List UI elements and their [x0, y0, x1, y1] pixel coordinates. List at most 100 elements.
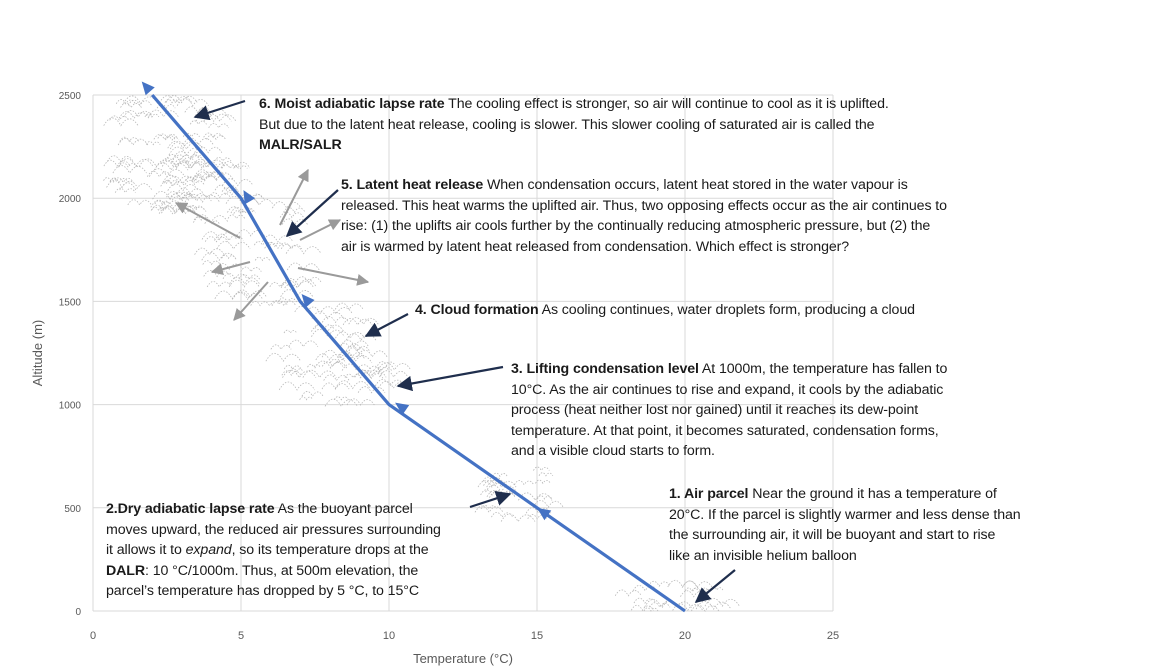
cloud-sketch: [194, 198, 322, 307]
heat-arrow: [279, 168, 309, 226]
annotation-text: the surrounding air, it will be buoyant …: [669, 527, 996, 543]
pointer-arrow: [285, 189, 339, 238]
annotation-dry-adiabatic: 2.Dry adiabatic lapse rate As the buoyan…: [106, 499, 441, 602]
x-tick-label: 5: [238, 630, 244, 642]
annotation-text: When condensation occurs, latent heat st…: [483, 177, 908, 193]
pointer-arrow: [364, 313, 409, 337]
x-tick-label: 10: [383, 630, 395, 642]
heat-arrow: [297, 267, 370, 286]
annotation-text: it allows it to: [106, 542, 186, 558]
x-tick-label: 25: [827, 630, 839, 642]
annotation-line: 20°C. If the parcel is slightly warmer a…: [669, 505, 1021, 526]
heat-release-arrows: [174, 168, 370, 321]
annotation-text: At 1000m, the temperature has fallen to: [698, 361, 948, 377]
annotation-text: Near the ground it has a temperature of: [748, 486, 997, 502]
annotation-bold: 6. Moist adiabatic lapse rate: [259, 96, 445, 112]
annotation-bold: DALR: [106, 562, 146, 579]
annotation-air-parcel: 1. Air parcel Near the ground it has a t…: [669, 484, 1021, 566]
annotation-line: 5. Latent heat release When condensation…: [341, 175, 947, 196]
annotation-line: 6. Moist adiabatic lapse rate The coolin…: [259, 94, 889, 115]
pointer-arrow: [396, 365, 504, 392]
annotation-text: released. This heat warms the uplifted a…: [341, 197, 947, 214]
annotation-lifting-condensation: 3. Lifting condensation level At 1000m, …: [511, 359, 947, 462]
annotation-line: like an invisible helium balloon: [669, 546, 1021, 567]
annotation-text: process (heat neither lost nor gained) u…: [511, 402, 919, 418]
x-axis-title: Temperature (°C): [413, 651, 513, 666]
annotation-text: air is warmed by latent heat released fr…: [341, 238, 850, 255]
direction-arrowhead: [243, 190, 256, 205]
heat-arrow: [233, 281, 269, 321]
annotation-line: it allows it to expand, so its temperatu…: [106, 540, 441, 561]
annotation-bold: 3. Lifting condensation level: [511, 361, 699, 377]
annotation-text: 20°C. If the parcel is slightly warmer a…: [669, 506, 1021, 523]
heat-arrow: [174, 202, 241, 239]
annotation-text: As the buoyant parcel: [274, 501, 413, 517]
annotation-line: the surrounding air, it will be buoyant …: [669, 525, 1021, 546]
gridlines: [92, 94, 834, 612]
annotation-line: parcel’s temperature has dropped by 5 °C…: [106, 581, 441, 602]
annotation-bold: 2.Dry adiabatic lapse rate: [106, 501, 275, 517]
annotation-text: 10°C. As the air continues to rise and e…: [511, 381, 944, 398]
annotation-line: process (heat neither lost nor gained) u…: [511, 400, 947, 421]
annotation-text: temperature. At that point, it becomes s…: [511, 422, 939, 439]
annotation-text: moves upward, the reduced air pressures …: [106, 521, 441, 538]
cloud-sketch: [103, 95, 239, 209]
direction-arrowhead: [141, 81, 155, 96]
annotation-text: like an invisible helium balloon: [669, 547, 857, 564]
annotation-italic: expand: [185, 542, 232, 558]
heat-arrow: [299, 219, 342, 241]
annotation-line: 4. Cloud formation As cooling continues,…: [415, 300, 915, 321]
annotation-line: DALR: 10 °C/1000m. Thus, at 500m elevati…: [106, 561, 441, 582]
y-tick-label: 1000: [59, 401, 82, 412]
annotation-line: 3. Lifting condensation level At 1000m, …: [511, 359, 947, 380]
y-tick-label: 500: [64, 504, 81, 515]
direction-arrowhead: [301, 294, 315, 308]
annotation-line: MALR/SALR: [259, 135, 889, 156]
annotation-text: But due to the latent heat release, cool…: [259, 116, 875, 133]
annotation-text: As cooling continues, water droplets for…: [538, 302, 915, 318]
y-tick-label: 2500: [59, 91, 82, 102]
annotation-pointers: [193, 99, 736, 603]
annotation-bold: 5. Latent heat release: [341, 177, 484, 193]
y-tick-label: 2000: [59, 194, 82, 205]
heat-arrow: [210, 261, 251, 276]
y-axis-title: Altitude (m): [30, 320, 45, 386]
x-tick-label: 0: [90, 630, 96, 642]
annotation-line: 2.Dry adiabatic lapse rate As the buoyan…: [106, 499, 441, 520]
annotation-text: , so its temperature drops at the: [231, 542, 429, 558]
direction-arrowhead: [395, 402, 410, 416]
pointer-arrow: [469, 490, 512, 509]
cloud-sketch: [265, 302, 387, 401]
annotation-line: temperature. At that point, it becomes s…: [511, 421, 947, 442]
y-tick-label: 0: [75, 607, 81, 618]
annotation-moist-adiabatic: 6. Moist adiabatic lapse rate The coolin…: [259, 94, 889, 156]
annotation-line: and a visible cloud starts to form.: [511, 441, 947, 462]
annotation-cloud-formation: 4. Cloud formation As cooling continues,…: [415, 300, 915, 321]
annotation-bold: 1. Air parcel: [669, 486, 749, 502]
pointer-arrow: [193, 99, 246, 121]
annotation-text: parcel’s temperature has dropped by 5 °C…: [106, 583, 419, 599]
x-tick-label: 20: [679, 630, 691, 642]
annotation-line: But due to the latent heat release, cool…: [259, 115, 889, 136]
cloud-sketch: [149, 151, 264, 225]
annotation-latent-heat: 5. Latent heat release When condensation…: [341, 175, 947, 257]
annotation-line: released. This heat warms the uplifted a…: [341, 196, 947, 217]
annotation-line: rise: (1) the uplifts air cools further …: [341, 216, 947, 237]
parcel-path: [141, 81, 686, 613]
annotation-line: 10°C. As the air continues to rise and e…: [511, 380, 947, 401]
annotation-bold: 4. Cloud formation: [415, 302, 539, 318]
cloud-sketch: [474, 466, 564, 523]
annotation-line: air is warmed by latent heat released fr…: [341, 237, 947, 258]
y-tick-label: 1500: [59, 297, 82, 308]
x-tick-label: 15: [531, 630, 543, 642]
annotation-text: rise: (1) the uplifts air cools further …: [341, 218, 931, 234]
annotation-line: 1. Air parcel Near the ground it has a t…: [669, 484, 1021, 505]
annotation-text: The cooling effect is stronger, so air w…: [444, 96, 889, 112]
annotation-text: and a visible cloud starts to form.: [511, 443, 715, 459]
pointer-arrow: [694, 569, 736, 603]
axis-ticks: 0 5 10 15 20 25 0 500 1000 1500 2000 2500: [59, 91, 839, 642]
direction-arrowhead: [537, 507, 552, 521]
annotation-bold: MALR/SALR: [259, 137, 342, 153]
annotation-line: moves upward, the reduced air pressures …: [106, 520, 441, 541]
